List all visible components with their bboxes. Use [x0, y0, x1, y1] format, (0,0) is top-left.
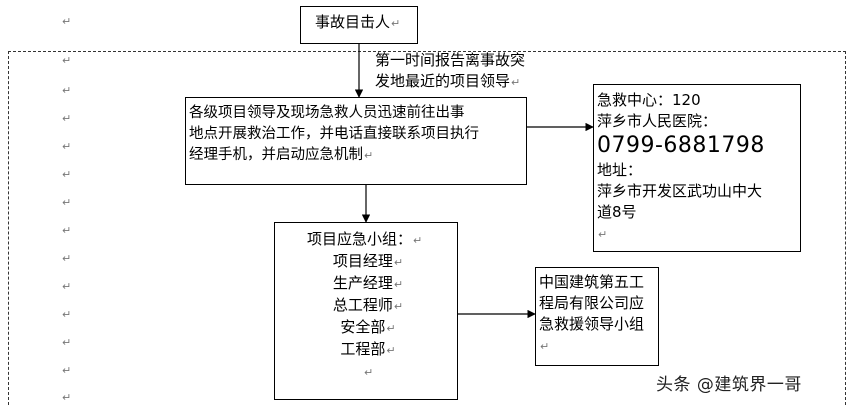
- paragraph-mark: ↵: [62, 280, 72, 293]
- paragraph-mark: ↵: [386, 322, 396, 335]
- paragraph-mark: ↵: [62, 15, 72, 28]
- team-member: 生产经理: [332, 274, 393, 292]
- paragraph-mark: ↵: [62, 112, 72, 125]
- hospital-line: 急救中心：120: [597, 91, 701, 109]
- paragraph-mark: ↵: [62, 252, 72, 265]
- hospital-box: 急救中心：120 萍乡市人民医院： 0799-6881798 地址： 萍乡市开发…: [593, 84, 801, 252]
- action-line: 经理手机，并启动应急机制: [189, 147, 363, 163]
- hospital-line: 道8号: [597, 203, 637, 221]
- paragraph-mark: ↵: [511, 76, 521, 89]
- team-box: 项目应急小组：↵ 项目经理↵ 生产经理↵ 总工程师↵ 安全部↵ 工程部↵ ↵: [274, 222, 458, 400]
- paragraph-mark: ↵: [598, 228, 608, 241]
- paragraph-mark: ↵: [62, 54, 72, 67]
- team-member: 安全部: [340, 318, 386, 336]
- paragraph-mark: ↵: [62, 140, 72, 153]
- witness-box: 事故目击人↵: [300, 6, 418, 44]
- paragraph-mark: ↵: [364, 366, 374, 379]
- paragraph-mark: ↵: [62, 364, 72, 377]
- report-label-line: 发地最近的项目领导: [375, 72, 511, 90]
- paragraph-mark: ↵: [413, 234, 423, 247]
- team-member: 工程部: [340, 340, 386, 358]
- paragraph-mark: ↵: [62, 84, 72, 97]
- hospital-line: 萍乡市人民医院：: [597, 112, 718, 130]
- witness-label: 事故目击人: [315, 13, 391, 31]
- paragraph-mark: ↵: [62, 336, 72, 349]
- paragraph-mark: ↵: [386, 344, 396, 357]
- paragraph-mark: ↵: [62, 308, 72, 321]
- team-member: 项目经理: [332, 252, 393, 270]
- paragraph-mark: ↵: [393, 256, 404, 269]
- team-member: 总工程师: [332, 296, 393, 314]
- paragraph-mark: ↵: [391, 17, 401, 30]
- dashed-region: [8, 51, 846, 405]
- hospital-line: 地址：: [597, 161, 643, 179]
- action-line: 地点开展救治工作，并电话直接联系项目执行: [189, 126, 479, 142]
- watermark: 头条 @建筑界一哥: [656, 375, 802, 395]
- paragraph-mark: ↵: [540, 340, 550, 353]
- paragraph-mark: ↵: [393, 278, 404, 291]
- action-box: 各级项目领导及现场急救人员迅速前往出事 地点开展救治工作，并电话直接联系项目执行…: [185, 97, 527, 185]
- company-line: 中国建筑第五工: [539, 273, 645, 291]
- paragraph-mark: ↵: [62, 224, 72, 237]
- report-label: 第一时间报告离事故突 发地最近的项目领导↵: [375, 50, 525, 93]
- paragraph-mark: ↵: [62, 391, 72, 404]
- company-line: 程局有限公司应: [539, 294, 645, 312]
- paragraph-mark: ↵: [393, 300, 404, 313]
- paragraph-mark: ↵: [364, 149, 374, 162]
- company-line: 急救援领导小组: [539, 315, 645, 333]
- paragraph-mark: ↵: [62, 168, 72, 181]
- hospital-line: 萍乡市开发区武功山中大: [597, 182, 763, 200]
- team-title: 项目应急小组：: [307, 230, 413, 248]
- company-box: 中国建筑第五工 程局有限公司应 急救援领导小组 ↵: [535, 267, 659, 366]
- paragraph-mark: ↵: [62, 196, 72, 209]
- hospital-phone: 0799-6881798: [597, 133, 765, 158]
- report-label-line: 第一时间报告离事故突: [375, 51, 526, 69]
- action-line: 各级项目领导及现场急救人员迅速前往出事: [189, 105, 465, 121]
